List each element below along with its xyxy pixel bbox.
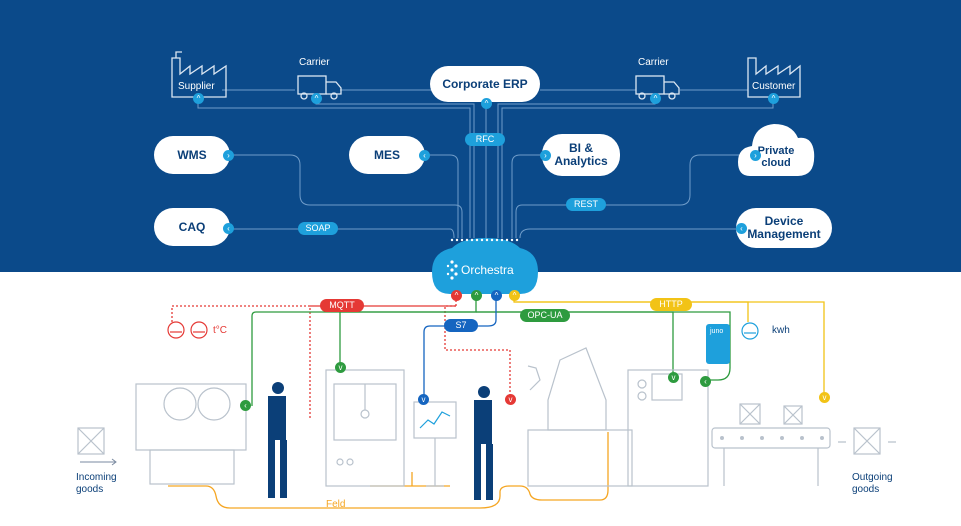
- outgoing-line2: goods: [852, 484, 880, 495]
- device-label-line1: Device: [764, 214, 804, 228]
- feld-label: Feld: [326, 499, 346, 510]
- cnc-opcua-connector-icon: v: [335, 362, 346, 373]
- orchestra-label: Orchestra: [461, 263, 514, 277]
- cloud-connector-icon: ›: [750, 150, 761, 161]
- bi-connector-icon: ›: [540, 150, 551, 161]
- customer-factory-icon: [747, 57, 801, 98]
- cloud-label-line2: cloud: [761, 157, 791, 169]
- customer-label: Customer: [752, 81, 796, 92]
- caq-connector-icon: ‹: [223, 223, 234, 234]
- outgoing-line1: Outgoing: [852, 472, 893, 483]
- truck-right-icon: [635, 75, 680, 100]
- wms-connector-icon: ›: [223, 150, 234, 161]
- supplier-connector-icon: ^: [193, 93, 204, 104]
- carrier-left-label: Carrier: [299, 57, 330, 68]
- cnc-machine: [325, 369, 405, 487]
- soap-badge: SOAP: [298, 222, 338, 235]
- rfc-badge: RFC: [465, 133, 505, 146]
- outgoing-box: [853, 427, 881, 455]
- s7-port-icon: ^: [491, 290, 502, 301]
- conveyor-rollers: [720, 436, 824, 440]
- carrier-right-label: Carrier: [638, 57, 669, 68]
- mqtt-port-icon: ^: [451, 290, 462, 301]
- http-badge: HTTP: [650, 298, 692, 311]
- monitor-s7-connector-icon: v: [418, 394, 429, 405]
- robot-arm: [547, 347, 607, 431]
- supplier-label: Supplier: [178, 81, 215, 92]
- processing-machine: [627, 369, 709, 487]
- energy-sensor-icon: [741, 322, 759, 340]
- temperature-label: t°C: [213, 325, 227, 336]
- mqtt-badge: MQTT: [320, 299, 364, 312]
- incoming-line2: goods: [76, 484, 104, 495]
- machines: [77, 347, 896, 487]
- conveyor-http-connector-icon: v: [819, 392, 830, 403]
- wms-node[interactable]: WMS: [154, 136, 230, 174]
- kwh-label: kwh: [772, 325, 790, 336]
- machine-opcua-connector-icon: v: [668, 372, 679, 383]
- worker-left: [268, 382, 287, 498]
- caq-node[interactable]: CAQ: [154, 208, 230, 246]
- bi-analytics-node[interactable]: BI &Analytics: [542, 134, 620, 176]
- worker-right: [474, 386, 493, 500]
- juno-opcua-connector-icon: ‹: [700, 376, 711, 387]
- temperature-sensors: [167, 321, 208, 339]
- supplier-factory-icon: [171, 51, 227, 98]
- orchestra-logo-icon: [446, 260, 458, 280]
- cloud-label-line1: Private: [757, 145, 795, 157]
- press-opcua-connector-icon: ‹: [240, 400, 251, 411]
- carrier-left-connector-icon: ^: [311, 93, 322, 104]
- tablet-mqtt-connector-icon: v: [505, 394, 516, 405]
- corporate-erp-label: Corporate ERP: [442, 76, 528, 91]
- corporate-erp-node[interactable]: Corporate ERP: [430, 66, 540, 102]
- mes-connector-icon: ‹: [419, 150, 430, 161]
- hub-pins: [450, 238, 519, 242]
- conveyor-belt: [711, 427, 831, 449]
- opcua-badge: OPC-UA: [520, 309, 570, 322]
- monitor-panel: [413, 401, 457, 439]
- bi-label-line1: BI &: [569, 141, 593, 155]
- incoming-line1: Incoming: [76, 472, 117, 483]
- caq-label: CAQ: [178, 219, 206, 234]
- juno-label: juno: [710, 328, 724, 335]
- s7-badge: S7: [444, 319, 478, 332]
- orchestra-hub-shape: [432, 238, 538, 294]
- juno-device: [706, 324, 730, 364]
- http-port-icon: ^: [509, 290, 520, 301]
- customer-connector-icon: ^: [768, 93, 779, 104]
- erp-connector-icon: ^: [481, 98, 492, 109]
- rest-badge: REST: [566, 198, 606, 211]
- incoming-box: [77, 427, 105, 455]
- opcua-port-icon: ^: [471, 290, 482, 301]
- device-label-line2: Management: [747, 227, 821, 241]
- wms-label: WMS: [177, 147, 207, 162]
- device-connector-icon: ‹: [736, 223, 747, 234]
- press-machine: [135, 383, 247, 451]
- private-cloud-shape: [738, 124, 815, 176]
- mes-node[interactable]: MES: [349, 136, 425, 174]
- mes-label: MES: [373, 147, 400, 162]
- bi-label-line2: Analytics: [554, 154, 608, 168]
- carrier-right-connector-icon: ^: [650, 93, 661, 104]
